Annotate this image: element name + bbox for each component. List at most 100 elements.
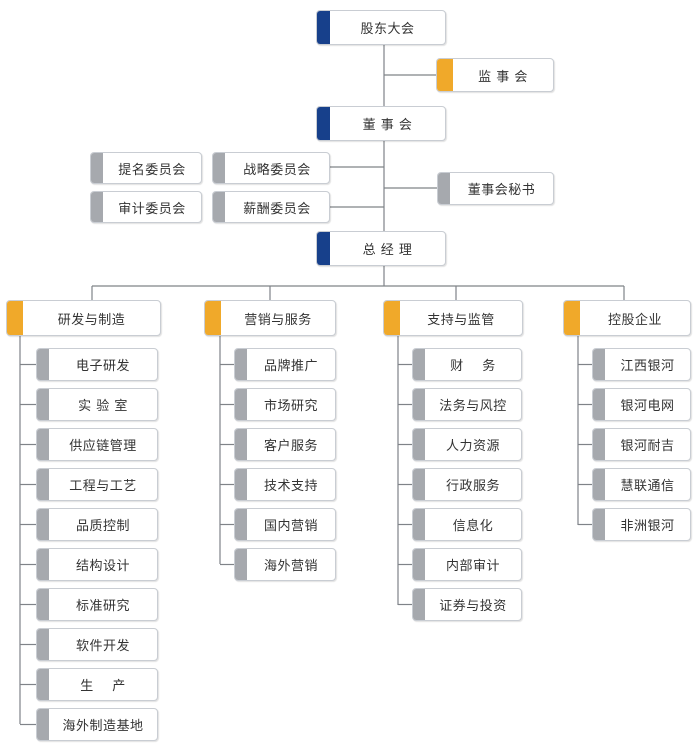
node-label: 股东大会 xyxy=(360,22,415,37)
unit-box: 实 验 室 xyxy=(36,388,158,421)
node-label: 薪酬委员会 xyxy=(243,201,311,217)
unit-label: 海外营销 xyxy=(263,559,318,574)
node-tab xyxy=(317,232,330,265)
unit-label: 品牌推广 xyxy=(263,359,318,374)
node-label: 战略委员会 xyxy=(243,162,311,178)
dept-tab xyxy=(384,301,400,335)
unit-tab xyxy=(413,509,425,540)
unit-tab xyxy=(37,589,49,620)
dept-marketing-service: 营销与服务 xyxy=(204,300,336,336)
unit-tab xyxy=(593,349,605,380)
unit-label: 财 务 xyxy=(450,359,496,374)
dept-label: 研发与制造 xyxy=(57,312,126,328)
unit-label: 法务与风控 xyxy=(439,399,507,414)
dept-rnd-manufacturing: 研发与制造 xyxy=(6,300,161,336)
dept-tab xyxy=(7,301,23,335)
unit-tab xyxy=(37,669,49,700)
unit-label: 海外制造基地 xyxy=(62,719,144,734)
dept-tab xyxy=(205,301,221,335)
unit-tab xyxy=(37,549,49,580)
unit-box: 江西银河 xyxy=(592,348,691,381)
unit-box: 供应链管理 xyxy=(36,428,158,461)
node-label: 董 事 会 xyxy=(362,118,413,133)
unit-box: 内部审计 xyxy=(412,548,522,581)
unit-box: 技术支持 xyxy=(234,468,336,501)
unit-tab xyxy=(593,429,605,460)
unit-label: 工程与工艺 xyxy=(69,479,137,494)
unit-box: 客户服务 xyxy=(234,428,336,461)
unit-box: 市场研究 xyxy=(234,388,336,421)
node-board: 董 事 会 xyxy=(316,106,446,141)
unit-tab xyxy=(413,549,425,580)
unit-box: 品牌推广 xyxy=(234,348,336,381)
dept-label: 支持与监管 xyxy=(427,312,495,328)
unit-tab xyxy=(413,389,425,420)
node-label: 董事会秘书 xyxy=(467,183,536,198)
unit-box: 非洲银河 xyxy=(592,508,691,541)
unit-tab xyxy=(413,589,425,620)
unit-box: 银河耐吉 xyxy=(592,428,691,461)
node-label: 审计委员会 xyxy=(118,201,186,217)
unit-box: 行政服务 xyxy=(412,468,522,501)
node-tab xyxy=(438,173,450,204)
unit-box: 人力资源 xyxy=(412,428,522,461)
node-tab xyxy=(91,192,103,222)
unit-box: 银河电网 xyxy=(592,388,691,421)
unit-box: 海外制造基地 xyxy=(36,708,158,741)
unit-label: 结构设计 xyxy=(75,559,130,574)
unit-label: 行政服务 xyxy=(445,479,500,494)
node-shareholders: 股东大会 xyxy=(316,10,446,45)
node-compensation-committee: 薪酬委员会 xyxy=(212,191,330,223)
unit-label: 技术支持 xyxy=(263,479,318,494)
dept-tab xyxy=(564,301,580,335)
node-supervisory: 监 事 会 xyxy=(436,58,554,92)
unit-box: 电子研发 xyxy=(36,348,158,381)
unit-label: 生 产 xyxy=(80,679,126,694)
unit-label: 市场研究 xyxy=(263,399,318,414)
node-nomination-committee: 提名委员会 xyxy=(90,152,202,184)
unit-label: 信息化 xyxy=(452,519,494,534)
node-tab xyxy=(437,59,453,91)
unit-label: 银河电网 xyxy=(620,399,675,414)
unit-tab xyxy=(37,469,49,500)
node-label: 提名委员会 xyxy=(118,162,186,178)
node-tab xyxy=(91,153,103,183)
unit-label: 品质控制 xyxy=(75,519,130,534)
unit-box: 标准研究 xyxy=(36,588,158,621)
unit-tab xyxy=(37,429,49,460)
unit-box: 慧联通信 xyxy=(592,468,691,501)
unit-box: 信息化 xyxy=(412,508,522,541)
unit-tab xyxy=(235,389,247,420)
dept-label: 营销与服务 xyxy=(244,312,312,328)
unit-tab xyxy=(235,549,247,580)
node-tab xyxy=(317,11,330,44)
unit-tab xyxy=(37,389,49,420)
unit-tab xyxy=(37,509,49,540)
unit-tab xyxy=(37,629,49,660)
unit-label: 非洲银河 xyxy=(620,519,675,534)
unit-tab xyxy=(593,389,605,420)
unit-label: 实 验 室 xyxy=(78,399,128,414)
unit-box: 品质控制 xyxy=(36,508,158,541)
unit-box: 结构设计 xyxy=(36,548,158,581)
unit-tab xyxy=(235,509,247,540)
unit-box: 法务与风控 xyxy=(412,388,522,421)
unit-label: 银河耐吉 xyxy=(620,439,675,454)
unit-tab xyxy=(37,709,49,740)
unit-tab xyxy=(235,469,247,500)
unit-label: 人力资源 xyxy=(445,439,500,454)
unit-label: 电子研发 xyxy=(75,359,130,374)
unit-label: 慧联通信 xyxy=(620,479,675,494)
node-tab xyxy=(317,107,330,140)
node-audit-committee: 审计委员会 xyxy=(90,191,202,223)
unit-tab xyxy=(235,429,247,460)
unit-tab xyxy=(413,469,425,500)
unit-box: 财 务 xyxy=(412,348,522,381)
unit-tab xyxy=(593,509,605,540)
node-general-manager: 总 经 理 xyxy=(316,231,446,266)
unit-label: 客户服务 xyxy=(263,439,318,454)
node-tab xyxy=(213,153,225,183)
unit-tab xyxy=(413,429,425,460)
node-label: 总 经 理 xyxy=(362,243,413,258)
